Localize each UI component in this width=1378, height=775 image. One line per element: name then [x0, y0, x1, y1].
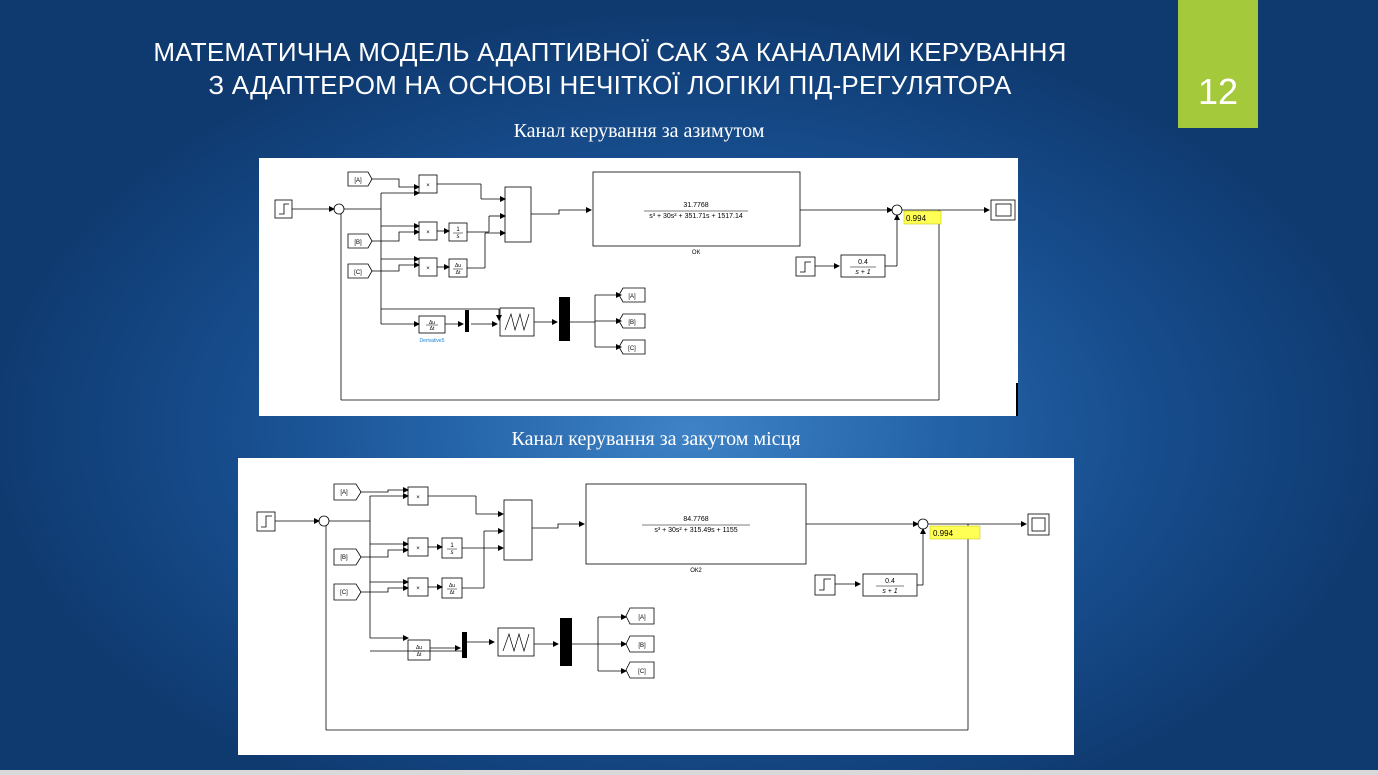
from-tag-B[interactable] — [333, 548, 362, 566]
scope-block[interactable] — [1027, 513, 1050, 536]
filter-numerator: 0.4 — [858, 259, 868, 266]
integrator-den: s — [457, 234, 460, 240]
from-tag-A-label: [A] — [354, 178, 362, 184]
from-tag-B-label: [B] — [354, 240, 362, 246]
derivative-2-den: Δt — [430, 326, 435, 332]
goto-tag-C[interactable] — [625, 661, 655, 679]
simulink-diagram-2: [A] [B] [C] × × × 1 s Δu Δt Δu Δt 84.776… — [256, 483, 1050, 731]
diagram1-panel: [A] [B] [C] × × × 1 s Δu Δt Δu Δt 31.776… — [259, 158, 1018, 416]
plant-denominator: s³ + 30s² + 315.49s + 1155 — [654, 527, 737, 534]
fuzzy-logic-controller[interactable] — [499, 307, 535, 337]
plant-label: ОК — [692, 250, 701, 256]
from-tag-C-label: [C] — [340, 590, 348, 596]
sum-block-2[interactable] — [917, 518, 929, 530]
derivative-1-den: Δt — [456, 270, 461, 276]
mux-block[interactable] — [465, 310, 469, 332]
goto-tag-A-label: [A] — [638, 615, 646, 621]
goto-tag-B-label: [B] — [638, 643, 646, 649]
plant-transfer-function[interactable] — [585, 483, 807, 565]
plant-transfer-function[interactable] — [592, 171, 801, 247]
sum-block[interactable] — [318, 515, 330, 527]
filter-denominator: s + 1 — [882, 588, 897, 595]
derivative-block-2[interactable] — [418, 315, 446, 334]
display-block[interactable] — [903, 210, 942, 225]
derivative-2-den: Δt — [417, 652, 422, 658]
derivative-label: Derivative5 — [419, 338, 444, 344]
slide-number-badge: 12 — [1178, 0, 1258, 128]
title-line-1: МАТЕМАТИЧНА МОДЕЛЬ АДАПТИВНОЇ САК ЗА КАН… — [153, 37, 1067, 67]
goto-tag-B[interactable] — [625, 635, 655, 653]
display-value: 0.994 — [906, 214, 927, 223]
diagram2-panel: [A] [B] [C] × × × 1 s Δu Δt Δu Δt 84.776… — [238, 458, 1074, 755]
step-source-2[interactable] — [795, 256, 816, 277]
from-tag-A-label: [A] — [340, 490, 348, 496]
derivative-2-num: Δu — [416, 645, 422, 651]
diagram2-caption: Канал керування за закутом місця — [511, 428, 801, 450]
fuzzy-logic-controller[interactable] — [497, 627, 535, 657]
display-value: 0.994 — [933, 529, 954, 538]
demux-block[interactable] — [559, 297, 570, 341]
goto-tag-C-label: [C] — [638, 669, 646, 675]
goto-tag-C-label: [C] — [628, 346, 636, 352]
from-tag-A[interactable] — [333, 483, 362, 501]
integrator-den: s — [451, 550, 454, 556]
from-tag-B-label: [B] — [340, 555, 348, 561]
derivative-1-num: Δu — [455, 263, 461, 269]
plant-numerator: 31.7768 — [683, 202, 708, 209]
plant-numerator: 84.7768 — [683, 516, 708, 523]
pid-sum-block[interactable] — [504, 186, 532, 243]
filter-numerator: 0.4 — [885, 578, 895, 585]
from-tag-C[interactable] — [333, 583, 362, 601]
step-source[interactable] — [274, 199, 293, 219]
mux-block[interactable] — [462, 632, 467, 658]
diagram1-caption: Канал керування за азимутом — [513, 120, 765, 142]
scope-block[interactable] — [990, 199, 1016, 221]
product-3-symbol: × — [416, 586, 420, 592]
from-tag-C[interactable] — [347, 263, 373, 279]
product-1-symbol: × — [416, 495, 420, 501]
title-line-2: З АДАПТЕРОМ НА ОСНОВІ НЕЧІТКОЇ ЛОГІКИ ПІ… — [208, 70, 1012, 100]
derivative-1-num: Δu — [449, 583, 455, 589]
goto-tag-B[interactable] — [618, 313, 646, 329]
display-block[interactable] — [929, 525, 981, 540]
from-tag-A[interactable] — [347, 171, 373, 187]
sum-block[interactable] — [333, 203, 345, 215]
sum-block-2[interactable] — [891, 204, 903, 216]
goto-tag-B-label: [B] — [628, 320, 636, 326]
product-3-symbol: × — [426, 266, 430, 272]
bottom-strip — [0, 770, 1378, 775]
integrator-num: 1 — [450, 543, 454, 549]
slide-title: МАТЕМАТИЧНА МОДЕЛЬ АДАПТИВНОЇ САК ЗА КАН… — [60, 36, 1160, 102]
step-source-2[interactable] — [814, 574, 836, 596]
goto-tag-A[interactable] — [618, 287, 646, 303]
integrator-num: 1 — [456, 227, 460, 233]
derivative-1-den: Δt — [450, 590, 455, 596]
plant-denominator: s³ + 30s² + 351.71s + 1517.14 — [649, 213, 743, 220]
product-1-symbol: × — [426, 183, 430, 189]
derivative-block-2[interactable] — [407, 639, 431, 661]
from-tag-C-label: [C] — [354, 270, 362, 276]
product-2-symbol: × — [416, 546, 420, 552]
demux-block[interactable] — [560, 618, 572, 666]
derivative-2-num: Δu — [429, 320, 435, 326]
goto-tag-A[interactable] — [625, 607, 655, 625]
from-tag-B[interactable] — [347, 233, 373, 249]
simulink-diagram-1: [A] [B] [C] × × × 1 s Δu Δt Δu Δt 31.776… — [274, 171, 1018, 416]
goto-tag-C[interactable] — [618, 339, 646, 355]
product-2-symbol: × — [426, 230, 430, 236]
plant-label: ОК2 — [690, 568, 702, 574]
step-source[interactable] — [256, 511, 276, 532]
pid-sum-block[interactable] — [503, 499, 533, 561]
goto-tag-A-label: [A] — [628, 294, 636, 300]
filter-denominator: s + 1 — [855, 269, 870, 276]
